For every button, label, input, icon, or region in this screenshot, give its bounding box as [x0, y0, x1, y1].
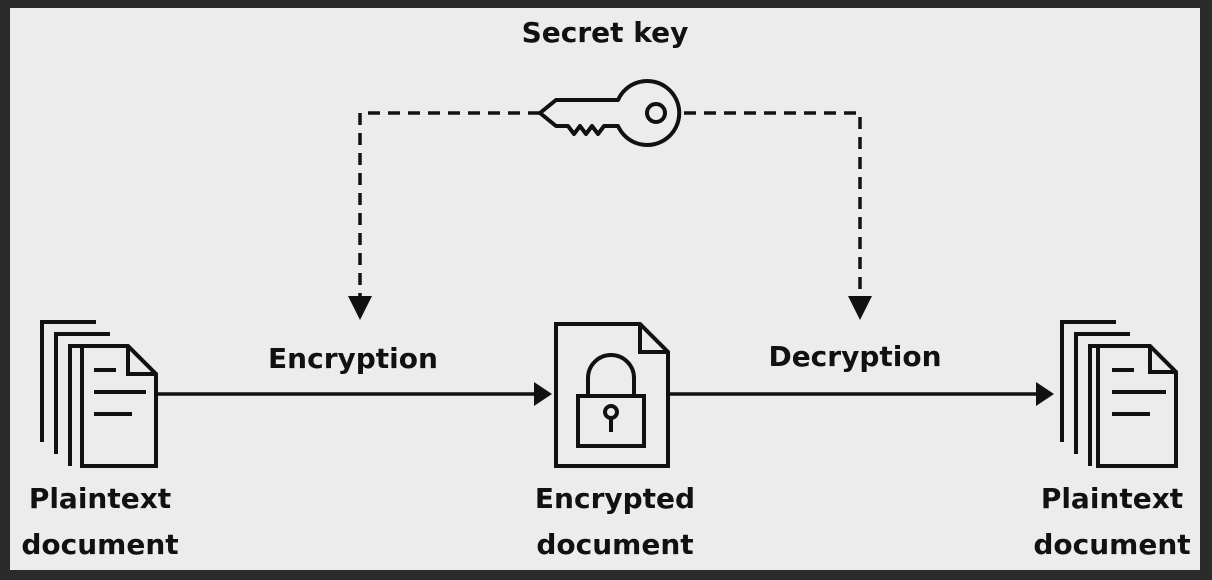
arrowhead-to-decryption — [848, 296, 872, 320]
padlock-icon — [554, 322, 670, 468]
decryption-label: Decryption — [768, 340, 942, 373]
encryption-arrow — [156, 382, 552, 406]
caption-line1: Plaintext — [28, 482, 172, 515]
plaintext-document-right-caption: Plaintext document — [1012, 476, 1212, 568]
caption-line2: document — [1033, 528, 1191, 561]
document-stack-icon-left — [40, 320, 158, 468]
secret-key-label: Secret key — [521, 16, 689, 49]
key-dashed-connector — [358, 111, 862, 296]
caption-line2: document — [21, 528, 179, 561]
encrypted-document-caption: Encrypted document — [500, 476, 730, 568]
arrowhead-to-encryption — [348, 296, 372, 320]
caption-line1: Encrypted — [534, 482, 696, 515]
caption-line2: document — [536, 528, 694, 561]
document-stack-icon-right — [1060, 320, 1178, 468]
decryption-arrow — [668, 382, 1054, 406]
plaintext-document-left-caption: Plaintext document — [0, 476, 200, 568]
encryption-label: Encryption — [268, 342, 438, 375]
caption-line1: Plaintext — [1040, 482, 1184, 515]
key-icon — [538, 79, 682, 147]
